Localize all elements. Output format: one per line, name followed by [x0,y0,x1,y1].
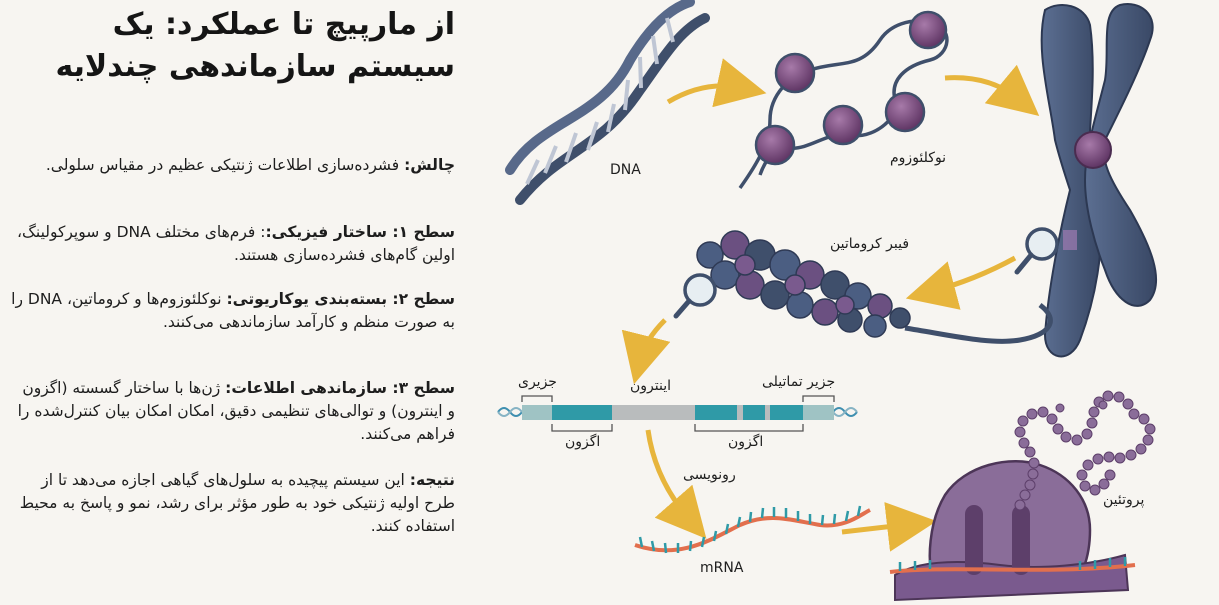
section-text: نوکلئوزوم‌ها و کروماتین، DNA را به صورت … [11,290,455,331]
magnifier-icon [1014,227,1059,275]
label-mrna: mRNA [700,560,744,576]
label-chromatin-fiber: فیبر کروماتین [830,236,910,252]
section-text: این سیستم پیچیده به سلول‌های گیاهی اجازه… [19,471,455,535]
label-protein: پروتئین [1103,492,1145,508]
label-dna: DNA [610,162,641,178]
label-intron: اینترون [630,378,672,394]
section-text: ژن‌ها با ساختار گسسته (اگزون و اینترون) … [17,379,455,443]
section-heading: سطح ۲: بسته‌بندی یوکاریوتی: [226,290,455,308]
dna-helix [505,0,710,205]
nucleosome-string [738,10,949,190]
label-transcription: رونویسی [683,467,736,483]
arrow-chromatin-to-gene [621,318,671,385]
section-text: : فرم‌های مختلف DNA و سوپرکولینگ، اولین … [17,223,455,264]
section-heading: سطح ۳: سازماندهی اطلاعات: [225,379,455,397]
arrow-translation [841,502,937,552]
section-level-3: سطح ۳: سازماندهی اطلاعات: ژن‌ها با ساختا… [10,377,455,446]
section-level-2: سطح ۲: بسته‌بندی یوکاریوتی: نوکلئوزوم‌ها… [10,288,455,334]
page-title: از مارپیچ تا عملکرد: یک سیستم سازماندهی … [55,7,455,84]
arrow-transcription [645,429,707,539]
magnifier-icon [673,273,717,319]
section-text: فشرده‌سازی اطلاعات ژنتیکی عظیم در مقیاس … [45,156,405,174]
chromosome [1040,3,1158,358]
section-heading: سطح ۱: ساختار فیزیکی: [265,223,455,241]
label-island: جزیری [518,374,557,390]
section-level-1: سطح ۱: ساختار فیزیکی:: فرم‌های مختلف DNA… [10,221,455,267]
label-exon-left: اگزون [565,434,601,450]
arrow-nucleosome-to-chromosome [944,64,1040,116]
section-challenge: چالش: فشرده‌سازی اطلاعات ژنتیکی عظیم در … [10,154,455,177]
label-exon-right: اگزون [728,434,764,450]
mrna-strand [634,505,871,554]
section-conclusion: نتیجه: این سیستم پیچیده به سلول‌های گیاه… [10,469,455,538]
arrow-chromosome-to-chromatin [905,255,1017,310]
label-nucleosome: نوکلئوزوم [890,150,947,166]
protein-chain [1014,390,1156,511]
gene-structure [497,395,858,432]
label-terminal-island: جزیر تماتیلی [762,374,836,390]
section-heading: نتیجه: [409,471,455,489]
ribosome [889,460,1136,602]
arrow-dna-to-nucleosome [666,58,767,108]
section-heading: چالش: [404,156,455,174]
chromatin-fiber [696,230,1053,344]
